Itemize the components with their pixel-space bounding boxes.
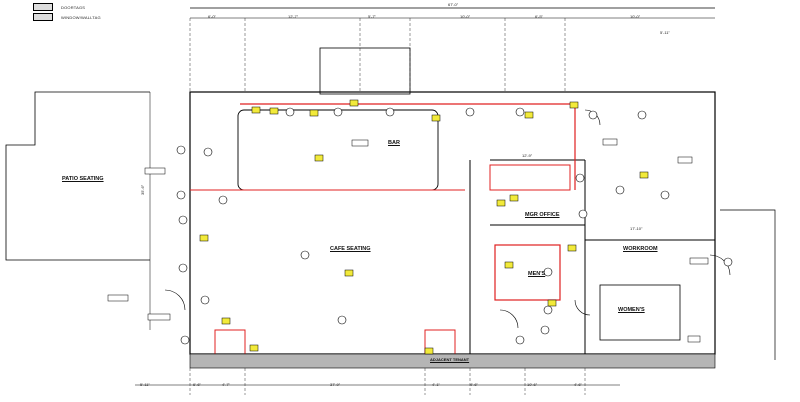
door-swings [164,109,731,329]
room-label-patio-seating: PATIO SEATING [62,176,104,182]
dimension-right-top: 5'-11" [660,30,670,35]
outer-wall [189,91,716,355]
legend-swatch [33,3,53,11]
callout-boxes [107,138,709,343]
dimension-left: 35'-6" [140,184,145,195]
dimension-top: 10'-0" [630,14,641,19]
grid-lines [189,18,586,395]
dimension-office: 12'-9" [522,153,533,158]
dimension-top: 6'-0" [208,14,216,19]
room-label-cafe-seating: CAFE SEATING [330,246,371,252]
legend-row-doortags: DOORTAGS [33,3,85,11]
dimension-top: 5'-7" [368,14,376,19]
dimension-bottom: 4'-1" [432,382,440,387]
room-label-bar: BAR [388,140,400,146]
room-label-workroom: WORKROOM [623,246,658,252]
bar-counter [237,109,439,191]
revision-tags [199,99,649,355]
room-label-womens: WOMEN'S [618,307,645,313]
dimension-bottom: 6'-6" [193,382,201,387]
dimension-top: 6'-5" [535,14,543,19]
room-label-adjacent-tenant: ADJACENT TENANT [430,357,470,362]
legend-swatch [33,13,53,21]
legend-label-windowtag: WINDOW/WALLTAG [61,14,101,20]
room-label-mgr-office: MGR OFFICE [525,212,560,218]
demo-line [214,329,246,356]
dimension-bottom: 5'-11" [140,382,150,387]
dimension-top: 12'-7" [288,14,299,19]
demo-line [494,244,561,301]
dimension-overall: 67'-0" [448,2,459,7]
adjacent-tenant-band [189,353,716,369]
dimension-bottom: 10'-6" [527,382,538,387]
kitchen-alcove [319,47,411,95]
legend-row-windowtag: WINDOW/WALLTAG [33,13,101,21]
patio-outline [5,91,150,261]
room-label-mens: MEN'S [528,271,546,277]
legend-label-doortags: DOORTAGS [61,4,86,10]
dimension-bottom: 4'-7" [222,382,230,387]
dimension-bottom: 4'-6" [574,382,582,387]
demo-line [489,164,571,191]
dimension-workroom: 17'-10" [630,226,643,231]
womens-restroom [599,284,681,341]
dimension-top: 10'-0" [460,14,471,19]
dimension-bottom: 37'-9" [330,382,341,387]
fixtures [176,107,733,345]
dimension-bottom: 4'-6" [470,382,478,387]
property-line [720,209,776,360]
